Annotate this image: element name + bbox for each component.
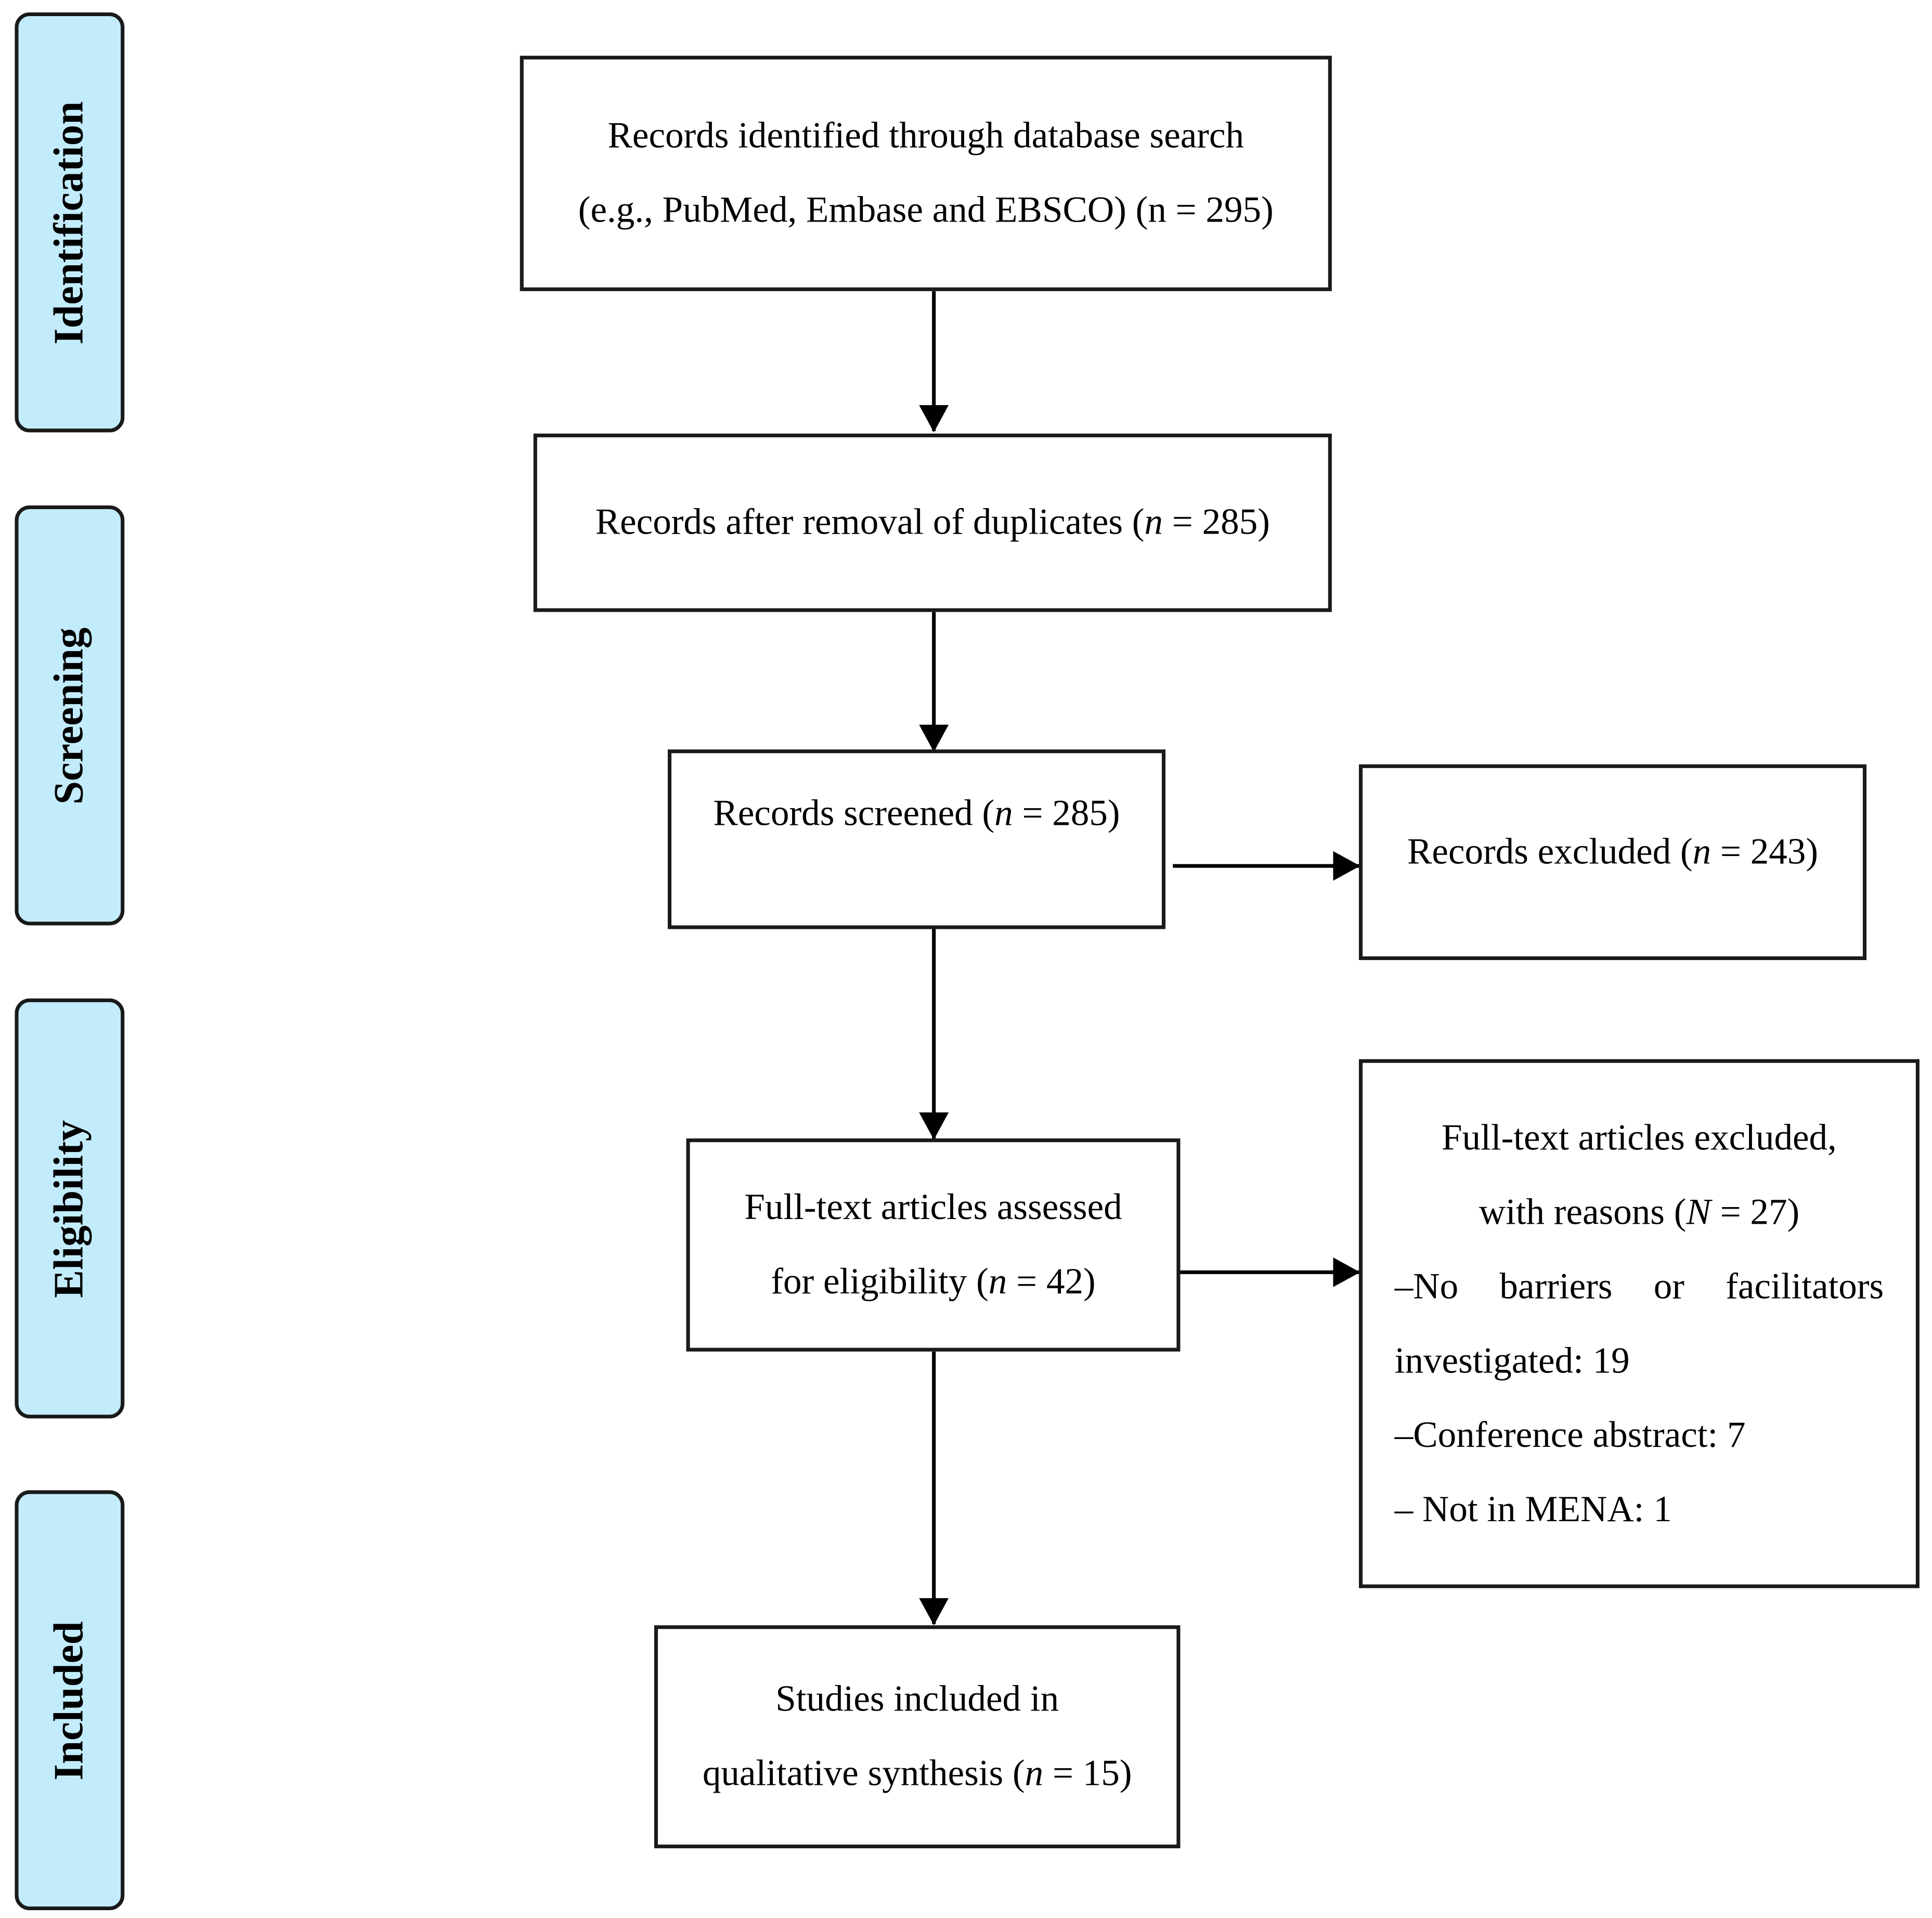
reason-1-word-4: facilitators — [1726, 1265, 1884, 1306]
included-n: n — [1025, 1753, 1044, 1794]
screened-line: Records screened (n = 285) — [713, 776, 1120, 850]
reason-1-continuation: investigated: 19 — [1394, 1340, 1630, 1381]
phase-eligibility: Eligibility — [15, 998, 125, 1419]
reason-1-line: –No barriers or facilitators — [1395, 1249, 1884, 1324]
screened-suffix: = 285) — [1013, 792, 1120, 833]
reason-1-word-1: –No — [1394, 1265, 1459, 1306]
fulltext-excluded-suffix: = 27) — [1710, 1191, 1800, 1232]
deduplicated-suffix: = 285) — [1163, 501, 1270, 543]
phase-identification: Identification — [15, 12, 125, 433]
assessed-prefix: for eligibility ( — [771, 1261, 989, 1302]
fulltext-excluded-prefix: with reasons ( — [1479, 1191, 1687, 1232]
deduplicated-n: n — [1144, 501, 1163, 543]
deduplicated-prefix: Records after removal of duplicates ( — [595, 501, 1145, 543]
deduplicated-box: Records after removal of duplicates (n =… — [533, 433, 1332, 612]
excluded-box: Records excluded (n = 243) — [1359, 764, 1867, 961]
included-line-1: Studies included in — [775, 1678, 1059, 1720]
excluded-n: n — [1692, 831, 1711, 872]
reason-2: –Conference abstract: 7 — [1394, 1414, 1746, 1455]
included-prefix: qualitative synthesis ( — [702, 1753, 1025, 1794]
assessed-suffix: = 42) — [1007, 1261, 1096, 1302]
excluded-line: Records excluded (n = 243) — [1407, 815, 1818, 889]
included-box: Studies included in qualitative synthesi… — [654, 1625, 1181, 1848]
excluded-prefix: Records excluded ( — [1407, 831, 1693, 872]
reason-3: – Not in MENA: 1 — [1394, 1488, 1672, 1530]
screened-prefix: Records screened ( — [713, 792, 995, 833]
phase-screening: Screening — [15, 505, 125, 926]
deduplicated-line: Records after removal of duplicates (n =… — [595, 486, 1270, 560]
excluded-suffix: = 243) — [1711, 831, 1819, 872]
identified-box: Records identified through database sear… — [520, 56, 1332, 291]
included-suffix: = 15) — [1043, 1753, 1132, 1794]
identified-line-2: (e.g., PubMed, Embase and EBSCO) (n = 29… — [578, 189, 1274, 231]
included-line-2: qualitative synthesis (n = 15) — [703, 1737, 1132, 1811]
phase-included: Included — [15, 1490, 125, 1911]
fulltext-excluded-line-1: Full-text articles excluded, — [1442, 1117, 1837, 1158]
fulltext-excluded-line-2: with reasons (N = 27) — [1395, 1175, 1884, 1249]
identified-line-1: Records identified through database sear… — [607, 115, 1244, 157]
reason-1-word-2: barriers — [1499, 1265, 1613, 1306]
assessed-box: Full-text articles assessed for eligibil… — [686, 1138, 1181, 1352]
screened-box: Records screened (n = 285) — [667, 749, 1166, 929]
reason-1-word-3: or — [1653, 1265, 1684, 1306]
assessed-line-2: for eligibility (n = 42) — [771, 1245, 1095, 1319]
fulltext-excluded-N: N — [1686, 1191, 1711, 1232]
fulltext-excluded-box: Full-text articles excluded, with reason… — [1359, 1059, 1920, 1588]
assessed-n: n — [988, 1261, 1007, 1302]
screened-n: n — [994, 792, 1013, 833]
assessed-line-1: Full-text articles assessed — [744, 1186, 1122, 1228]
